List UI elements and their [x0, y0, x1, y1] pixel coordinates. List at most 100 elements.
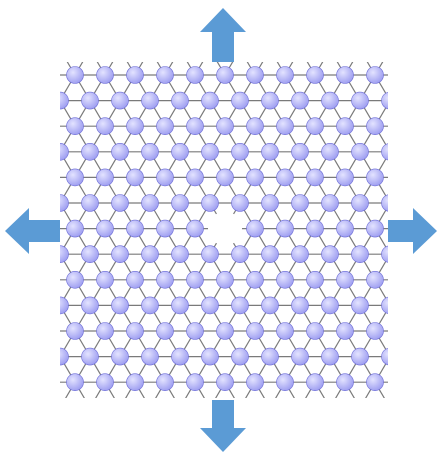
bond-line: [390, 331, 405, 357]
atom: [367, 67, 384, 84]
atom: [22, 297, 39, 314]
atom: [37, 271, 54, 288]
bond-line: [30, 280, 45, 306]
atom: [142, 246, 159, 263]
atom: [337, 220, 354, 237]
atom: [142, 348, 159, 365]
bond-line: [420, 49, 435, 75]
atom: [232, 246, 249, 263]
bond-line: [30, 331, 45, 357]
bond-line: [405, 254, 420, 280]
atom: [97, 67, 114, 84]
atom: [307, 374, 324, 391]
vacancy: [208, 212, 242, 246]
bond-line: [45, 382, 60, 408]
atom: [172, 195, 189, 212]
atom: [172, 348, 189, 365]
atom: [112, 348, 129, 365]
atom: [127, 323, 144, 340]
atom: [142, 297, 159, 314]
bond-line: [420, 126, 435, 152]
bond-line: [30, 177, 45, 203]
atom: [22, 195, 39, 212]
bond-line: [45, 75, 60, 101]
atom: [82, 195, 99, 212]
atom: [352, 143, 369, 160]
atom: [187, 271, 204, 288]
atom: [427, 118, 439, 135]
atom: [142, 92, 159, 109]
atom: [52, 143, 69, 160]
atom: [112, 143, 129, 160]
atom: [292, 143, 309, 160]
bond-line: [420, 152, 435, 178]
atom: [352, 348, 369, 365]
atom: [367, 118, 384, 135]
atom: [427, 323, 439, 340]
atom: [67, 271, 84, 288]
atom: [277, 67, 294, 84]
atom: [142, 195, 159, 212]
atom: [157, 67, 174, 84]
atom: [217, 118, 234, 135]
atom: [427, 67, 439, 84]
atom: [127, 169, 144, 186]
bond-line: [435, 382, 439, 408]
atom: [202, 297, 219, 314]
atom: [187, 118, 204, 135]
atom: [337, 67, 354, 84]
atom: [247, 118, 264, 135]
atom: [52, 195, 69, 212]
bond-line: [45, 331, 60, 357]
atom: [127, 374, 144, 391]
bond-line: [420, 331, 435, 357]
atom: [337, 374, 354, 391]
atom: [97, 374, 114, 391]
atom: [352, 246, 369, 263]
atom: [292, 195, 309, 212]
atom: [82, 246, 99, 263]
bond-line: [390, 126, 405, 152]
bond-line: [420, 75, 435, 101]
atom: [172, 143, 189, 160]
atom: [367, 271, 384, 288]
bond-line: [405, 357, 420, 383]
atom: [397, 323, 414, 340]
atom: [232, 195, 249, 212]
atom: [382, 195, 399, 212]
bond-line: [405, 382, 420, 408]
atom: [97, 271, 114, 288]
atom: [322, 348, 339, 365]
atom: [337, 323, 354, 340]
bond-line: [390, 152, 405, 178]
atom: [232, 348, 249, 365]
atom: [37, 169, 54, 186]
atom: [82, 348, 99, 365]
atom: [157, 118, 174, 135]
atom: [142, 143, 159, 160]
bond-line: [390, 75, 405, 101]
atom: [247, 67, 264, 84]
atom: [127, 220, 144, 237]
atom: [337, 271, 354, 288]
atom: [367, 374, 384, 391]
bond-line: [30, 126, 45, 152]
atom: [97, 323, 114, 340]
bond-line: [45, 357, 60, 383]
bond-line: [15, 152, 30, 178]
atom: [127, 271, 144, 288]
atom: [202, 246, 219, 263]
atom: [187, 169, 204, 186]
atom: [157, 220, 174, 237]
bond-line: [30, 152, 45, 178]
atom: [322, 297, 339, 314]
atom: [307, 169, 324, 186]
bond-line: [45, 101, 60, 127]
atom: [277, 220, 294, 237]
bond-line: [390, 305, 405, 331]
atom: [187, 220, 204, 237]
bond-line: [420, 382, 435, 408]
bond-line: [390, 177, 405, 203]
atom: [37, 118, 54, 135]
atom: [67, 220, 84, 237]
